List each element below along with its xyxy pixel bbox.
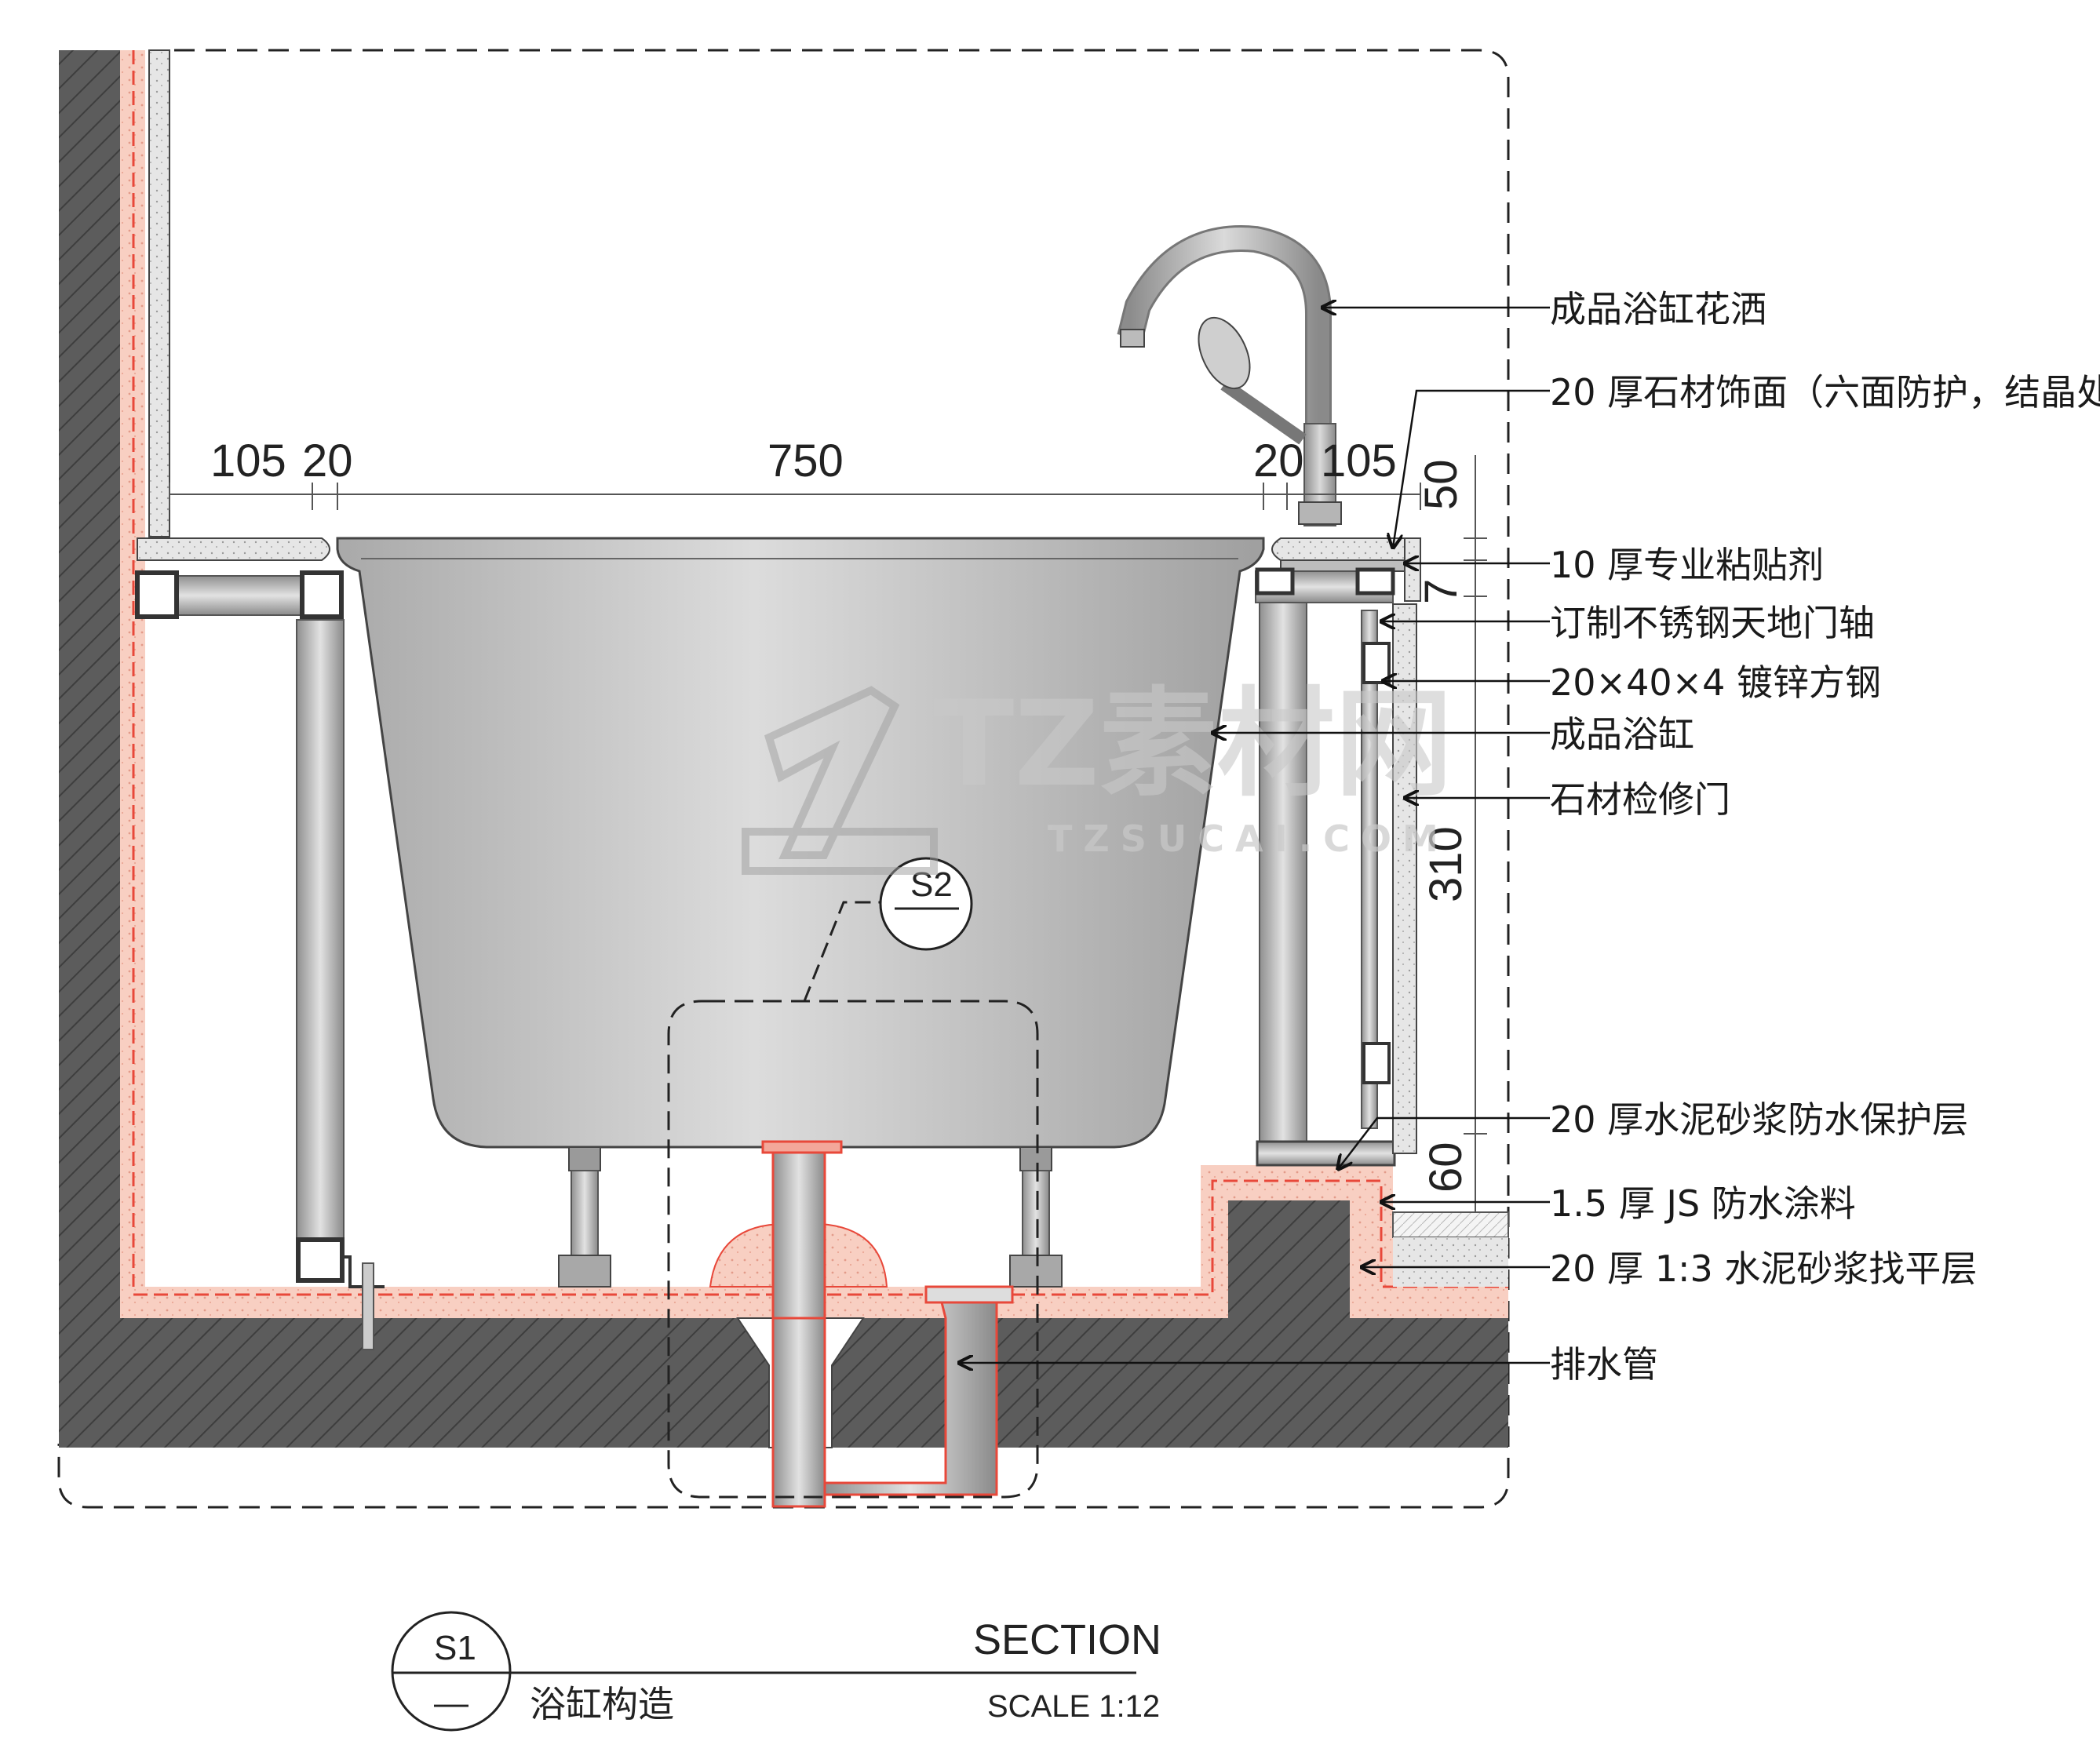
title-tag-bubble [391,1611,512,1732]
tub-shower-faucet [1117,225,1342,526]
watermark-text: TZ素材网 [934,676,1453,813]
watermark-logo [742,686,938,875]
dim-top-750: 750 [767,435,844,486]
right-ledge-adhesive [1280,559,1419,572]
title-scale: SCALE 1:12 [987,1689,1160,1724]
section-boundary [57,49,1510,1509]
watermark-url: TZSUCAI.COM [1048,818,1449,860]
label-mortar-protection: 20 厚水泥砂浆防水保护层 [1550,1098,1968,1141]
hinge-bottom-block [1362,1042,1391,1084]
floor-waterproof-line [133,1179,1508,1296]
right-floor-bed [1393,1237,1508,1287]
floor-drain-cap [924,1285,1014,1304]
title-name: 浴缸构造 [530,1683,674,1725]
label-leveling-layer: 20 厚 1:3 水泥砂浆找平层 [1550,1248,1977,1290]
label-access-door: 石材检修门 [1550,778,1730,821]
dim-top-105-right: 105 [1321,435,1397,486]
title-tag-top: S1 [434,1629,476,1667]
left-wall-tile [148,49,170,537]
label-drain-pipe: 排水管 [1550,1343,1658,1386]
title-heading: SECTION [973,1616,1161,1663]
left-post-base [296,1237,345,1283]
left-support-post [296,619,345,1240]
label-steel-tube: 20×40×4 镀锌方钢 [1550,661,1881,704]
dim-top-20-left: 20 [302,435,353,486]
bathtub-body [336,537,1265,1149]
left-wall [59,50,120,1318]
right-floor-stone [1392,1211,1509,1238]
tub-drain-flange [761,1140,843,1154]
dim-top-105-left: 105 [210,435,286,486]
dim-right-50: 50 [1416,459,1467,510]
title-tag-bottom: — [434,1684,468,1722]
right-ledge-slab [1271,537,1413,561]
right-post-base [1256,1140,1396,1167]
stone-access-door [1392,603,1417,1154]
dim-right-60: 60 [1420,1142,1471,1193]
detail-s2-leader [803,901,895,1002]
dim-right-7: 7 [1416,579,1467,604]
left-ledge-cap-a [135,570,179,619]
label-stone-finish: 20 厚石材饰面（六面防护，结晶处理） [1550,371,2100,413]
label-adhesive: 10 厚专业粘贴剂 [1550,544,1824,586]
detail-s2-bubble [879,857,973,951]
right-ledge-cap-a [1255,567,1295,596]
right-ledge-cap-b [1355,567,1395,596]
tub-drain-pipe-lower [771,1317,826,1508]
anchor-bolt [362,1262,374,1350]
left-ledge-slab [137,537,330,561]
curb-block [1228,1200,1350,1318]
tub-foot-left [558,1146,611,1288]
label-bathtub: 成品浴缸 [1550,713,1694,756]
leader-lines [959,308,1550,1363]
label-js-coating: 1.5 厚 JS 防水涂料 [1550,1182,1856,1225]
tub-foot-right [1009,1146,1063,1288]
dim-right-310: 310 [1420,826,1471,902]
left-ledge-cap-b [300,570,344,619]
label-door-pivot: 订制不锈钢天地门轴 [1550,602,1875,644]
detail-s2-region [667,1000,1039,1499]
dim-top-20-right: 20 [1253,435,1304,486]
label-shower: 成品浴缸花洒 [1550,288,1766,330]
